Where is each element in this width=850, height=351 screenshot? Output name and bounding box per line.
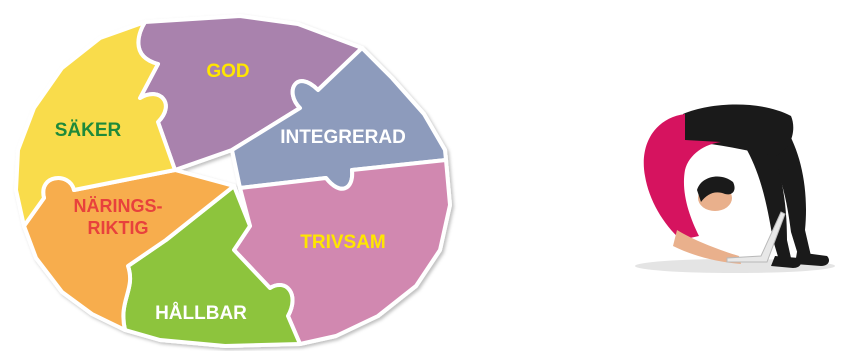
label-naringsriktig: NÄRINGS-RIKTIG [74, 196, 163, 238]
label-line: TRIVSAM [300, 232, 386, 253]
label-god: GOD [206, 61, 249, 82]
label-line: GOD [206, 61, 249, 82]
label-line: NÄRINGS- [74, 196, 163, 216]
puzzle-diagram: GOD INTEGRERAD TRIVSAM HÅLLBAR NÄRINGS-R… [14, 14, 452, 348]
laptop [726, 211, 786, 263]
label-saker: SÄKER [55, 120, 122, 141]
top [643, 114, 721, 240]
shoe-left [771, 256, 801, 268]
label-line: RIKTIG [88, 218, 149, 238]
label-hallbar: HÅLLBAR [155, 303, 247, 324]
label-line: INTEGRERAD [280, 127, 406, 148]
leg-right [765, 124, 811, 258]
piece-saker [14, 20, 177, 228]
woman-backbend-laptop-photo [635, 104, 835, 273]
arm [673, 230, 741, 264]
label-line: HÅLLBAR [155, 303, 247, 324]
label-line: SÄKER [55, 120, 122, 141]
hair [697, 176, 735, 202]
label-trivsam: TRIVSAM [300, 232, 386, 253]
label-integrerad: INTEGRERAD [280, 127, 406, 148]
shoe-right [795, 252, 829, 266]
